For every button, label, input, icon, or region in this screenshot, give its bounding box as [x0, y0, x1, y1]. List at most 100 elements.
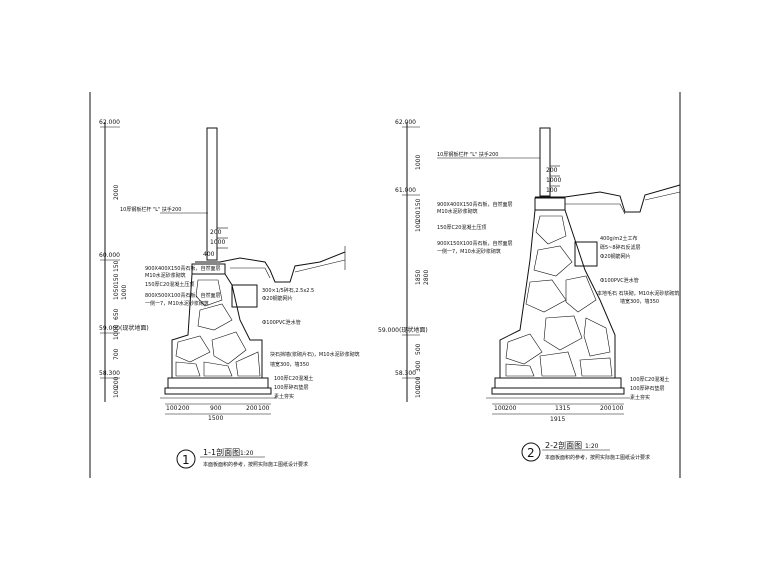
section-1-total-width: 1500 — [208, 415, 223, 422]
section-1-gravel-pocket — [231, 284, 258, 308]
section-2-bottom-dim: 200 — [600, 405, 612, 412]
section-1-scale: 1:20 — [240, 450, 254, 457]
section-2-scale: 1:20 — [585, 443, 599, 450]
section-2-note: 一侧一7，M10水泥砂浆砌筑 — [437, 248, 501, 255]
section-2-concrete-base — [494, 377, 622, 389]
section-1-vertical-dim: 100 — [113, 386, 120, 398]
section-2-note: 150厚C20混凝土压顶 — [437, 224, 486, 231]
section-2-note: Ф20钢筋网片 — [600, 253, 631, 260]
section-2-vertical-dim: 300 — [415, 360, 422, 372]
section-2-cap-stone — [534, 197, 566, 211]
section-1-notes: 10厚钢板栏杆 "L" 扶手200 900X400X150青石板，自然面层 M1… — [120, 206, 360, 400]
section-1-note: Ф20钢筋网片 — [262, 295, 293, 302]
section-2-note: 100厚C20混凝土 — [630, 376, 669, 383]
section-1-note: Ф100PVC泄水管 — [262, 319, 301, 326]
section-1-wall-body — [171, 273, 263, 379]
section-1-drawing: 62.000 60.000 59.000(现状地面) 58.300 2000 1… — [99, 119, 360, 469]
section-2-note: Ф100PVC泄水管 — [600, 277, 639, 284]
section-2-vertical-dim: 1850 — [415, 270, 422, 285]
section-2-vertical-dim: 2800 — [423, 270, 430, 285]
section-1-title: 1-1剖面图 — [203, 447, 240, 457]
section-2-vertical-dim: 200 — [415, 376, 422, 388]
section-1-number-circle — [176, 449, 196, 469]
section-1-note: 10厚钢板栏杆 "L" 扶手200 — [120, 206, 181, 213]
section-2-number-circle — [521, 442, 541, 462]
section-2-elevation-label: 62.000 — [395, 119, 416, 126]
section-1-note: 100厚碎石垫层 — [274, 384, 309, 391]
section-1-rubble-stones — [175, 279, 261, 377]
section-2-total-width: 1915 — [550, 416, 565, 423]
section-1-vertical-dim: 150 — [113, 260, 120, 272]
section-1-bottom-dim: 100 — [258, 405, 270, 412]
section-1-railing-post — [206, 127, 218, 261]
section-1-bottom-dim: 200 — [246, 405, 258, 412]
section-1-concrete-base — [167, 377, 269, 389]
section-2-note: 10厚钢板栏杆 "L" 扶手200 — [437, 151, 498, 158]
section-1-vertical-dim: 650 — [113, 308, 120, 320]
section-1-elevation-label: 58.300 — [99, 370, 120, 377]
section-2-bottom-dim: 100 — [612, 405, 624, 412]
section-2-gravel-pocket — [574, 241, 598, 267]
section-1-bottom-dim: 200 — [178, 405, 190, 412]
section-1-note: 块石挡墙(浆砌片石)，M10水泥砂浆砌筑 — [270, 351, 360, 358]
section-2-drawing: 62.000 61.000 59.000(现状地面) 58.300 1000 1… — [378, 119, 681, 462]
section-2-elevation-label: 58.300 — [395, 370, 416, 377]
section-2-elevation-label: 59.000(现状地面) — [378, 326, 428, 334]
section-1-vertical-dim: 200 — [113, 376, 120, 388]
section-2-ground-line — [535, 184, 681, 213]
section-1-gravel-bed — [164, 387, 272, 395]
section-1-elevation-label: 59.000(现状地面) — [99, 324, 149, 332]
section-2-vertical-dim: 500 — [415, 343, 422, 355]
section-1-elevation-label: 62.000 — [99, 119, 120, 126]
section-1-note: 100厚C20混凝土 — [274, 375, 313, 382]
section-1-vertical-dim: 1050 — [113, 285, 120, 300]
section-2-note-line: 本面板面积的参考，按照实际施工图纸设计要求 — [545, 454, 650, 461]
section-1-note: 一侧一7，M10水泥砂浆砌筑 — [145, 300, 209, 307]
section-2-note: 砾5~8碎石反滤层 — [600, 244, 641, 251]
section-2-rubble-stones — [505, 215, 613, 377]
section-2-bottom-dim: 100 — [494, 405, 506, 412]
section-1-vertical-dim: 1000 — [121, 285, 128, 300]
section-1-note: 300×1/5碎石,2.5x2.5 — [262, 287, 314, 294]
section-1-vertical-dim: 150 — [113, 273, 120, 285]
section-1-note: 150厚C20混凝土压顶 — [145, 281, 194, 288]
section-2-note: 900X400X150青石板，自然面层 — [437, 201, 512, 208]
section-1-elevation-label: 60.000 — [99, 252, 120, 259]
section-2-elevation-label: 61.000 — [395, 187, 416, 194]
section-2-notes: 10厚钢板栏杆 "L" 扶手200 900X400X150青石板，自然面层 M1… — [437, 151, 679, 401]
section-1-top-dim: 400 — [203, 251, 215, 258]
section-2-vertical-dim: 200 — [415, 210, 422, 222]
section-2-note: 本地毛石 石块砌，M10水泥砂浆砌筑 — [597, 290, 679, 297]
section-1-vertical-dim: 700 — [113, 348, 120, 360]
section-2-top-dim: 200 — [546, 167, 558, 174]
section-2-vertical-dim: 100 — [415, 220, 422, 232]
section-1-note: M10水泥砂浆砌筑 — [145, 272, 186, 279]
section-1-note: 900X400X150青石板，自然面层 — [145, 265, 220, 272]
section-1-top-dim: 200 — [210, 229, 222, 236]
section-2-number: 2 — [527, 446, 535, 460]
section-1-bottom-dim: 900 — [210, 405, 222, 412]
section-1-note: 素土夯实 — [274, 393, 294, 400]
section-2-top-dim: 100 — [546, 187, 558, 194]
section-2-vertical-dim: 150 — [415, 198, 422, 210]
section-1-number: 1 — [182, 453, 190, 467]
section-2-note: 900X150X100青石板，自然面层 — [437, 240, 512, 247]
section-2-note: M10水泥砂浆砌筑 — [437, 208, 478, 215]
section-2-note: 100厚碎石垫层 — [630, 385, 665, 392]
section-2-gravel-bed — [491, 387, 625, 395]
section-2-vertical-dim: 1000 — [415, 155, 422, 170]
section-2-title: 2-2剖面图 — [545, 440, 582, 450]
section-1-ground-line — [195, 251, 346, 283]
section-1-note: 墙宽300，墙350 — [270, 361, 309, 368]
section-2-vertical-dim: 100 — [415, 386, 422, 398]
section-1-elevation-ticks — [100, 126, 120, 379]
section-2-note: 素土夯实 — [630, 394, 650, 401]
section-1-vertical-dim: 2000 — [113, 185, 120, 200]
section-1-vertical-dim: 1000 — [113, 325, 120, 340]
section-2-bottom-dim: 1315 — [555, 405, 570, 412]
section-1-top-dim: 1000 — [210, 239, 225, 246]
section-2-note: 墙宽300，墙350 — [620, 298, 659, 305]
section-1-note-line: 本面板面积的参考，按照实际施工图纸设计要求 — [203, 461, 308, 468]
section-2-note: 400g/m2土工布 — [600, 235, 637, 242]
